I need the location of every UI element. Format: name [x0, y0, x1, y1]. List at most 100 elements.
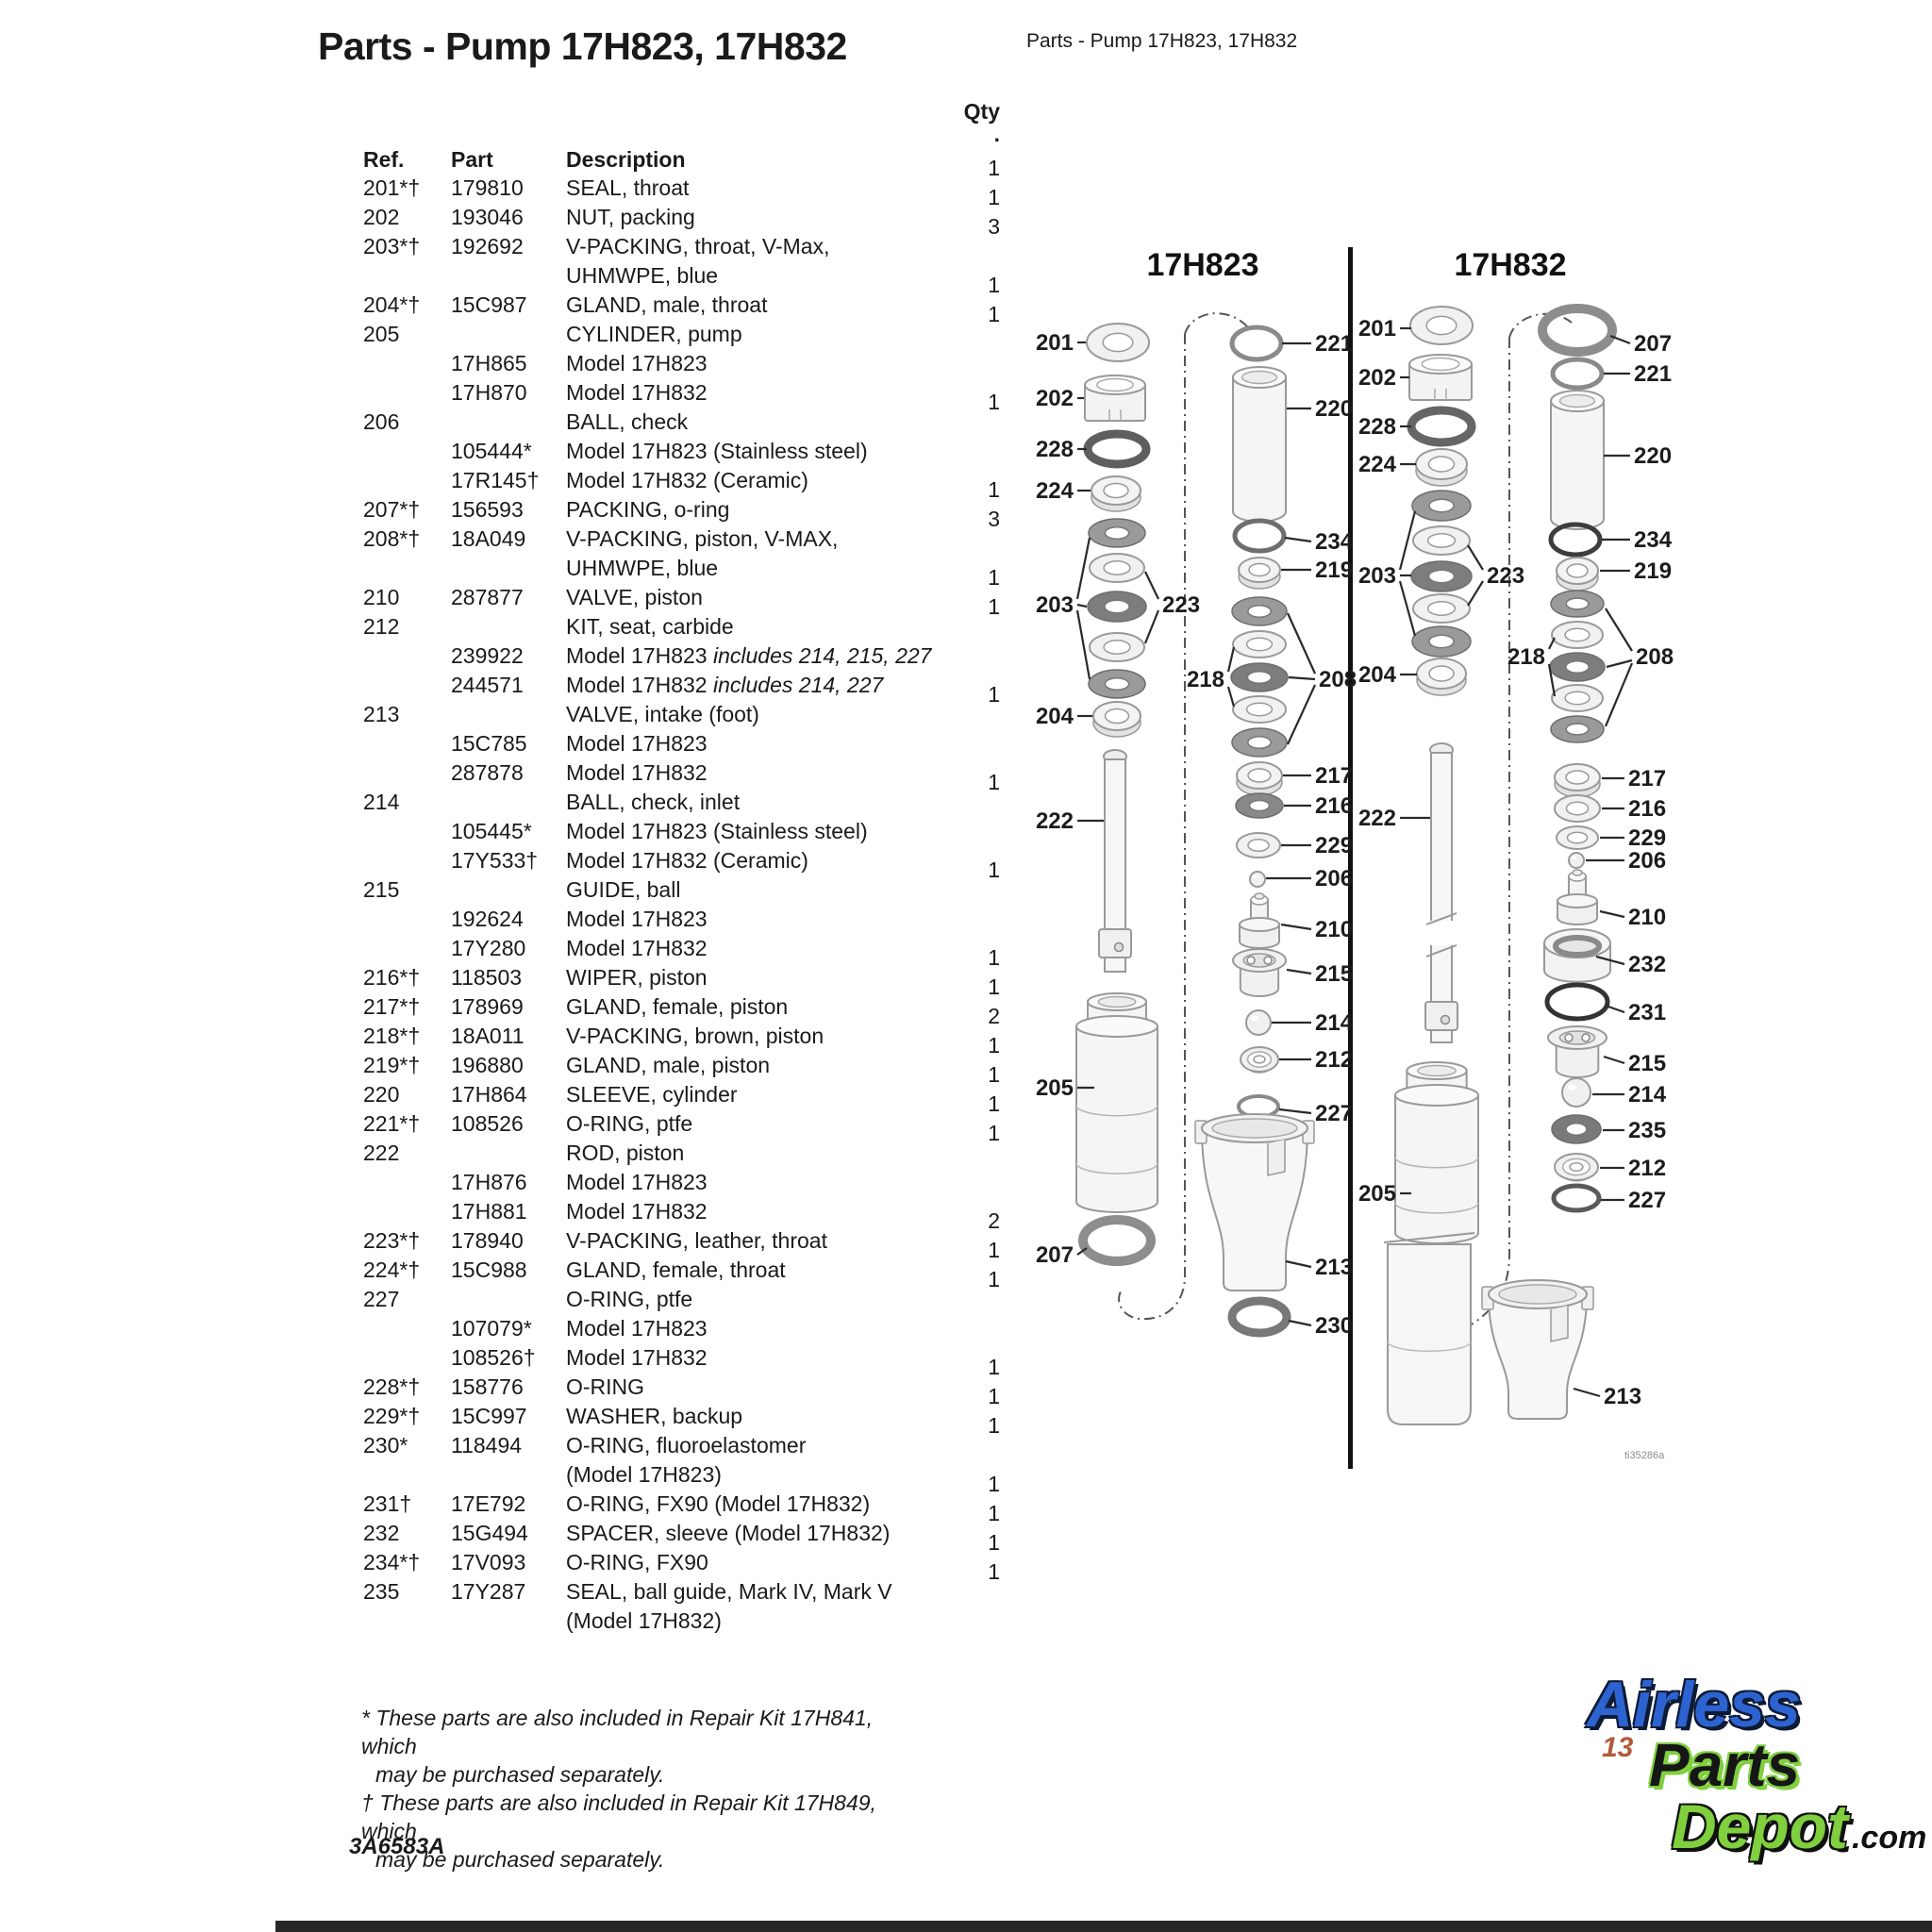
callout-224: 224	[1036, 478, 1091, 504]
part-shape-oring	[1544, 982, 1610, 1022]
svg-text:201: 201	[1358, 316, 1396, 341]
svg-text:228: 228	[1036, 437, 1074, 462]
part-shape-washer	[1232, 695, 1287, 724]
svg-text:221: 221	[1634, 361, 1672, 387]
callout-208: 208	[1604, 608, 1674, 727]
figure-id: ti35286a	[1624, 1450, 1665, 1461]
part-shape-donut	[1411, 625, 1472, 658]
callout-217: 217	[1602, 766, 1666, 791]
svg-text:221: 221	[1315, 331, 1353, 357]
part-shape-washer	[1551, 621, 1604, 649]
diagram-title: 17H832	[1454, 247, 1566, 283]
qty-header-dot: .	[993, 122, 1000, 146]
part-shape-oring	[1083, 429, 1151, 469]
callout-228: 228	[1358, 414, 1411, 440]
part-shape-ball	[1249, 871, 1266, 888]
svg-text:202: 202	[1036, 386, 1074, 411]
part-shape-gland	[1238, 557, 1281, 590]
callout-201: 201	[1036, 330, 1086, 356]
svg-text:223: 223	[1162, 592, 1200, 618]
svg-text:235: 235	[1628, 1118, 1666, 1143]
part-shape-washer	[1556, 825, 1599, 850]
callout-235: 235	[1603, 1118, 1666, 1143]
table-subrow: 17Y533†Model 17H832 (Ceramic)	[451, 848, 808, 873]
part-shape-washer	[1409, 306, 1474, 345]
callout-215: 215	[1603, 1051, 1666, 1076]
callout-214: 214	[1272, 1010, 1354, 1036]
part-shape-donut	[1550, 715, 1605, 743]
part-shape-ball	[1568, 852, 1585, 869]
callout-206: 206	[1586, 848, 1666, 874]
diagram-divider	[1348, 247, 1353, 1469]
svg-text:208: 208	[1319, 667, 1357, 692]
callout-232: 232	[1595, 952, 1666, 977]
part-header: Part	[451, 147, 493, 172]
part-shape-valve	[1557, 869, 1598, 925]
part-shape-foot	[1194, 1113, 1315, 1291]
callout-231: 231	[1605, 1000, 1666, 1025]
callout-216: 216	[1602, 796, 1666, 822]
part-shape-oring	[1548, 522, 1603, 558]
svg-text:213: 213	[1315, 1255, 1353, 1280]
svg-text:215: 215	[1628, 1051, 1666, 1076]
svg-text:230: 230	[1315, 1313, 1353, 1339]
svg-text:206: 206	[1628, 848, 1666, 874]
callout-210: 210	[1280, 917, 1353, 942]
part-shape-washer	[1086, 323, 1150, 362]
callout-229: 229	[1600, 825, 1666, 851]
table-subrow: 105445*Model 17H823 (Stainless steel)	[451, 819, 868, 843]
callout-222: 222	[1358, 806, 1430, 831]
part-shape-seat	[1240, 1046, 1279, 1074]
footnotes: * These parts are also included in Repai…	[361, 1704, 890, 1874]
svg-text:215: 215	[1315, 961, 1353, 987]
part-shape-donut	[1550, 590, 1605, 618]
svg-text:217: 217	[1628, 766, 1666, 791]
logo-parts: Parts	[1649, 1731, 1801, 1799]
callout-218: 218	[1187, 646, 1236, 708]
callout-213: 213	[1285, 1255, 1353, 1280]
callout-223: 223	[1467, 544, 1524, 607]
svg-text:202: 202	[1358, 365, 1396, 391]
qty-dot-row: .	[363, 123, 1000, 145]
callout-223: 223	[1143, 571, 1200, 644]
part-shape-seat	[1554, 1153, 1599, 1182]
svg-text:228: 228	[1358, 414, 1396, 440]
kit-boundary-line	[1432, 312, 1573, 1390]
svg-text:219: 219	[1634, 558, 1672, 584]
callout-205: 205	[1358, 1181, 1411, 1207]
doc-number: 3A6583A	[349, 1834, 445, 1859]
part-shape-washer	[1089, 553, 1145, 583]
svg-text:224: 224	[1036, 478, 1074, 504]
part-shape-oring	[1407, 406, 1476, 447]
svg-text:203: 203	[1358, 563, 1396, 589]
part-shape-guide	[1232, 948, 1287, 997]
part-shape-washer	[1232, 630, 1287, 658]
callout-221: 221	[1282, 331, 1353, 357]
callout-230: 230	[1288, 1313, 1353, 1339]
callout-220: 220	[1287, 396, 1353, 422]
svg-text:232: 232	[1628, 952, 1666, 977]
callout-204: 204	[1358, 662, 1417, 688]
part-shape-gland	[1556, 557, 1599, 591]
part-shape-gland	[1416, 658, 1467, 696]
part-shape-oring	[1229, 325, 1284, 362]
callout-213: 213	[1573, 1384, 1641, 1409]
